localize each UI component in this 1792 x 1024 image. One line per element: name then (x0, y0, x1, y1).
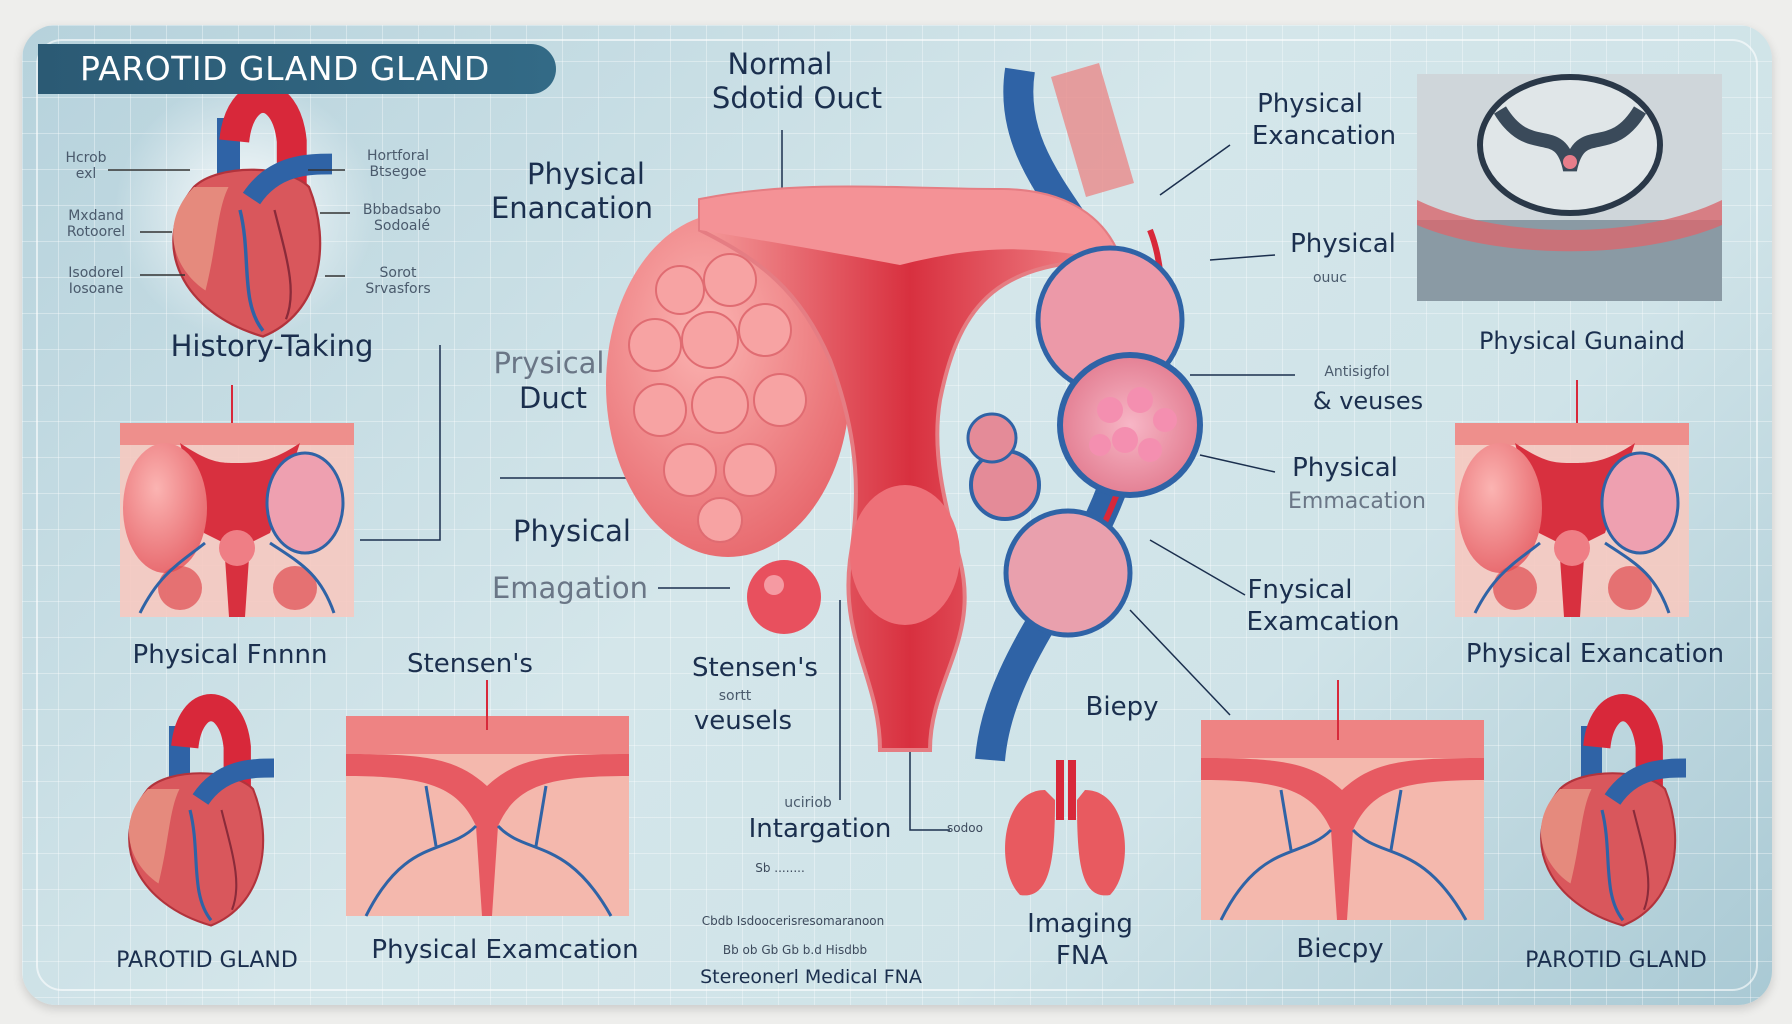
label-r3a: Antisigfol (1324, 364, 1390, 380)
label-parotid-gland-right: PAROTID GLAND (1525, 948, 1707, 973)
tissue-section-right (1199, 718, 1486, 922)
footnote-line-1: Cbdb Isdoocerisresomaranoon (701, 914, 885, 928)
label-physical-exancation-right: Physical Exancation (1465, 639, 1725, 669)
title-banner: PAROTID GLAND GLAND (38, 44, 556, 94)
label-r1b: Exancation (1251, 121, 1397, 151)
label-biecpy: Biecpy (1296, 934, 1384, 964)
label-physical-2: Physical (513, 514, 631, 548)
label-intargation: Intargation (748, 814, 892, 844)
central-gland-illustration (606, 63, 1203, 762)
label-biepy: Biepy (1085, 692, 1159, 722)
footnote-line-2: Bb ob Gb Gb b.d Hisdbb (722, 943, 868, 957)
label-small-tag: sodoo (947, 821, 983, 835)
label-enancation: Enancation (490, 191, 654, 225)
ultrasound-image (1417, 74, 1722, 301)
label-r1a: Physical (1257, 89, 1363, 119)
label-uciriob: uciriob (784, 795, 832, 811)
label-small-line: Sb ........ (755, 861, 805, 875)
footnote-line-3: Stereonerl Medical FNA (700, 966, 922, 988)
label-r4b: Emmacation (1288, 489, 1426, 514)
heart-label-2: Mxdand Rotoorel (66, 208, 126, 241)
gland-thumbnail-right (1453, 421, 1691, 619)
heart-icon-bottom-right (1541, 708, 1686, 926)
label-history-taking: History-Taking (170, 329, 374, 363)
label-prysical: Prysical (493, 346, 605, 380)
lungs-imaging-icon (1005, 760, 1125, 896)
heart-label-1: Hcrob exl (65, 150, 107, 183)
panel-border (36, 39, 1758, 991)
label-stensens-1: Stensen's (407, 649, 533, 679)
label-normal: Normal (727, 47, 833, 81)
label-r2a: Physical (1290, 229, 1396, 259)
label-emagation: Emagation (491, 571, 649, 605)
connector-lines (360, 130, 1295, 831)
label-vessels: veusels (693, 706, 793, 736)
label-duct-top: Sdotid Ouct (711, 81, 883, 115)
label-physical-left: Physical Fnnnn (132, 640, 328, 670)
label-parotid-gland-left: PAROTID GLAND (116, 948, 298, 973)
heart-label-5: Bbbadsabo Sodoalé (362, 202, 442, 235)
label-r2b: ouuc (1312, 270, 1348, 286)
label-r5b: Examcation (1246, 607, 1400, 637)
label-r5a: Fnysical (1247, 575, 1353, 605)
heart-leader-lines (108, 169, 350, 277)
gland-thumbnail-left (118, 421, 356, 619)
tissue-section-left (344, 714, 631, 918)
heart-icon-bottom-left (129, 708, 274, 926)
label-sortt: sortt (718, 688, 752, 704)
label-imaging: Imaging (1027, 909, 1133, 939)
label-physical-1: Physical (527, 157, 645, 191)
label-fna: FNA (1055, 941, 1109, 971)
label-r3b: & veuses (1312, 387, 1424, 415)
heart-label-4: Hortforal Btsegoe (366, 148, 430, 181)
heart-label-3: Isodorel Iosoane (68, 265, 124, 298)
heart-label-6: Sorot Srvasfors (365, 265, 431, 298)
label-r4a: Physical (1292, 453, 1398, 483)
label-stensens-2: Stensen's (692, 653, 818, 683)
label-duct: Duct (518, 381, 588, 415)
label-physical-examcation-bottom: Physical Examcation (371, 935, 639, 965)
label-physical-gunaind: Physical Gunaind (1478, 327, 1686, 355)
